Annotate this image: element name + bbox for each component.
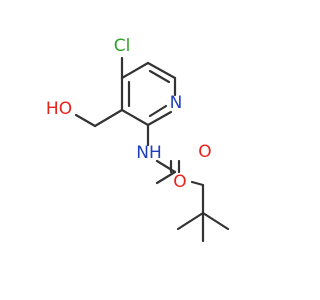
ester-oxygen-label: O xyxy=(173,172,186,192)
bond-ctbu-right xyxy=(201,211,230,231)
bond-c4-c5 xyxy=(120,61,150,80)
bond-c5-c6-inner xyxy=(148,69,171,84)
molecule-structure: Cl N HO NH O O xyxy=(46,36,230,243)
bond-n1-c2 xyxy=(146,110,173,127)
bond-ch2-o xyxy=(74,113,97,128)
bond-c3-ch2 xyxy=(93,108,124,128)
amine-nh-label: NH xyxy=(136,143,162,163)
chlorine-atom-label: Cl xyxy=(114,36,131,56)
bond-c2-c3 xyxy=(120,108,150,127)
bond-n1-c2-inner xyxy=(148,104,168,118)
carbonyl-oxygen-label: O xyxy=(198,142,211,162)
ring-nitrogen-label: N xyxy=(170,93,183,113)
structure-canvas: Cl N HO NH O O xyxy=(46,36,230,243)
hydroxyl-label: HO xyxy=(46,99,72,119)
bond-ctbu-left xyxy=(176,211,205,231)
bond-c5-c6 xyxy=(146,61,177,80)
bond-c-o-ester xyxy=(155,170,177,185)
bond-o-ctbu xyxy=(190,180,205,187)
